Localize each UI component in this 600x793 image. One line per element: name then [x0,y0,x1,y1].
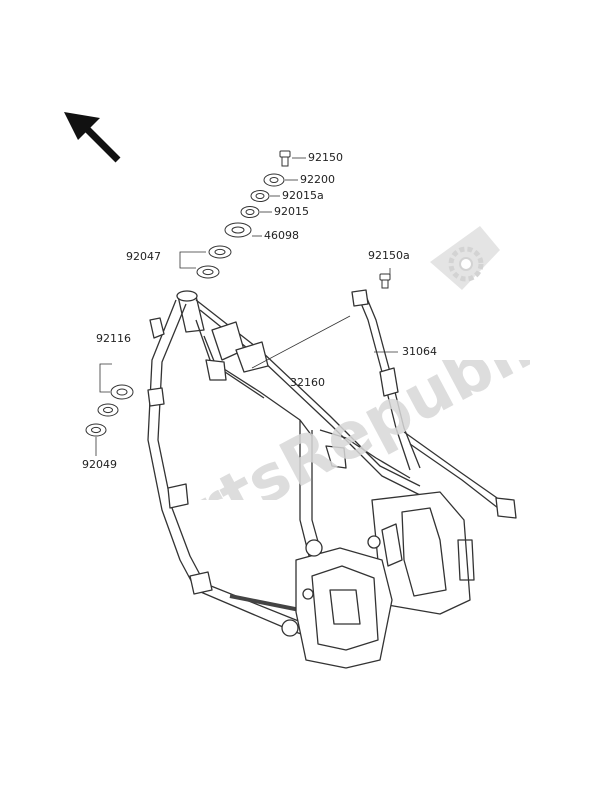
race-92116 [97,384,134,417]
part-label-92049: 92049 [82,458,117,471]
main-frame [147,289,517,669]
bolt-92150 [279,150,291,167]
watermark-gear-icon [430,226,500,290]
orientation-arrow-icon [64,112,121,163]
part-label-32160: 32160 [290,376,325,389]
nut-46098 [224,222,252,238]
washer-92015 [240,206,260,218]
part-label-92047: 92047 [126,250,161,263]
part-label-92015: 92015 [274,205,309,218]
part-label-92200: 92200 [300,173,335,186]
part-label-46098: 46098 [264,229,299,242]
washer-92015a [250,190,270,202]
part-label-92015a: 92015a [282,189,324,202]
part-label-31064: 31064 [402,345,437,358]
seal-92049 [85,423,107,437]
part-label-92150: 92150 [308,151,343,164]
leader-32160 [251,315,351,369]
bolt-92150a [379,273,391,289]
nut-92200 [263,173,285,187]
bearing-92047 [196,245,232,279]
part-label-92150a: 92150a [368,249,410,262]
part-label-92116: 92116 [96,332,131,345]
